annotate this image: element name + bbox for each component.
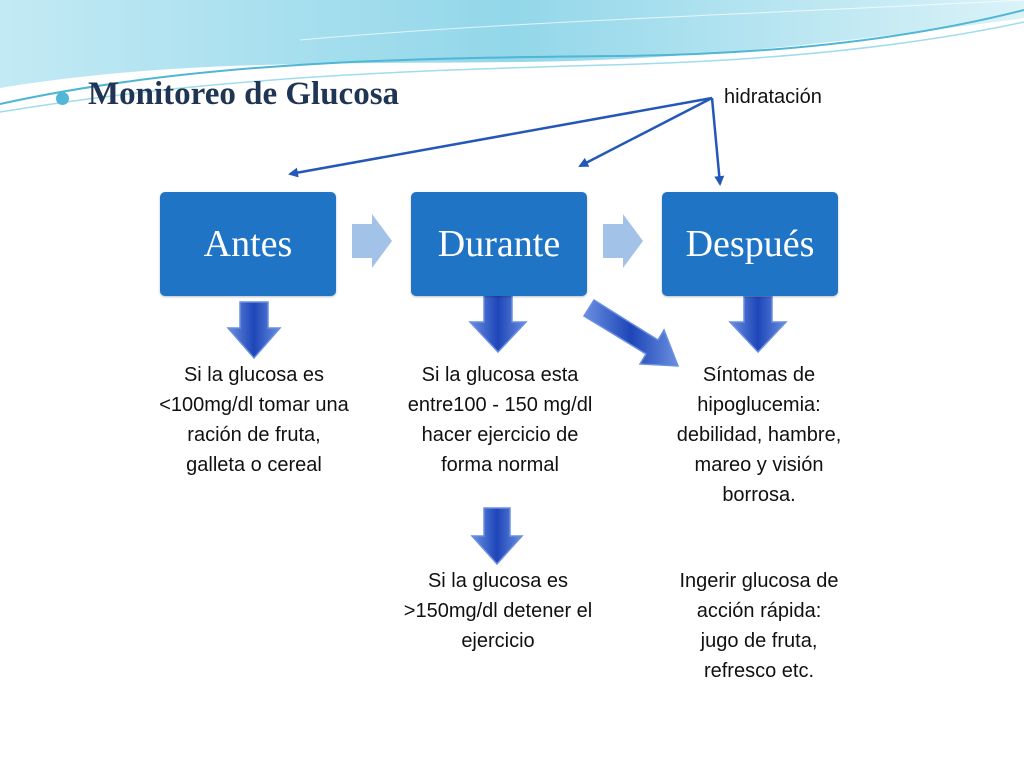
hydration-pointer-arrows — [288, 96, 725, 186]
down-arrow-icon — [468, 293, 528, 354]
slide-title: Monitoreo de Glucosa — [88, 76, 400, 112]
header-wave-decoration — [0, 0, 1024, 113]
despues-symptoms-text: Síntomas de hipoglucemia: debilidad, ham… — [676, 364, 842, 506]
down-arrow-icon — [226, 301, 282, 360]
stage-box-despues: Después — [662, 192, 838, 296]
chevron-arrow-icon — [352, 214, 392, 268]
bullet-point-icon — [56, 92, 69, 105]
down-arrow-icon — [470, 507, 524, 566]
durante-high-glucose-text: Si la glucosa es >150mg/dl detener el ej… — [403, 570, 593, 652]
hydration-label: hidratación — [724, 86, 822, 108]
pointer-to-durante — [578, 96, 713, 168]
antes-instruction-text: Si la glucosa es <100mg/dl tomar una rac… — [159, 364, 349, 476]
stage-box-durante: Durante — [411, 192, 587, 296]
stage-box-antes: Antes — [160, 192, 336, 296]
durante-instruction-text: Si la glucosa esta entre100 - 150 mg/dl … — [407, 364, 593, 476]
despues-action-text: Ingerir glucosa de acción rápida: jugo d… — [679, 570, 839, 682]
pointer-to-antes — [288, 96, 713, 178]
chevron-arrow-icon — [603, 214, 643, 268]
pointer-to-despues — [710, 97, 725, 186]
down-arrow-icon — [728, 295, 788, 354]
diagonal-arrow-icon — [582, 298, 680, 367]
